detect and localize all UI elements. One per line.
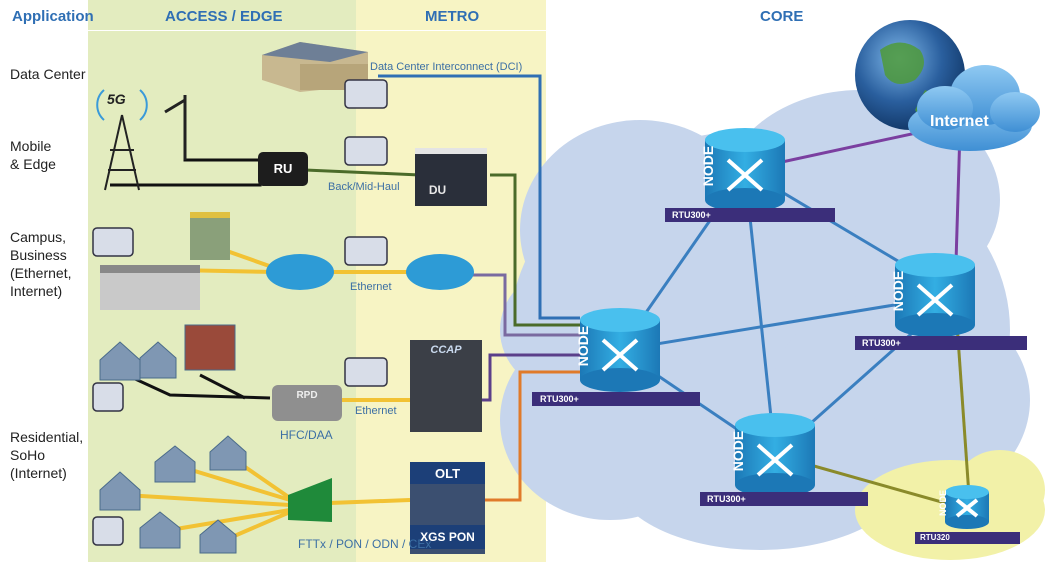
- metro-router-icon: [406, 254, 474, 290]
- label-ethernet-residential: Ethernet: [355, 405, 397, 417]
- node-label-left: NODE: [575, 325, 592, 367]
- header-core: CORE: [760, 8, 804, 25]
- label-5g: 5G: [107, 91, 126, 107]
- label-fttx-pon: FTTx / PON / ODN / CEx: [298, 537, 432, 551]
- app-campus-line2: Business: [10, 247, 67, 263]
- cell-tower-icon: [96, 89, 148, 191]
- label-hfc-daa: HFC/DAA: [280, 428, 333, 442]
- node-label-right: NODE: [890, 270, 907, 312]
- pon-splitter-icon: [288, 478, 332, 522]
- node-label-edge: NODE: [938, 489, 949, 517]
- tester-devices: [92, 79, 388, 546]
- rtu-label-right: RTU300+: [862, 338, 901, 348]
- label-du: DU: [428, 183, 447, 197]
- label-internet: Internet: [930, 113, 989, 130]
- campus-router-icon: [266, 254, 334, 290]
- app-residential-line2: SoHo: [10, 447, 46, 463]
- rtu-label-bottom: RTU300+: [707, 494, 746, 504]
- header-access-edge: ACCESS / EDGE: [165, 8, 283, 25]
- label-ccap: CCAP: [430, 344, 462, 356]
- du-box: [415, 148, 487, 206]
- label-xgs-pon: XGS PON: [420, 530, 475, 544]
- houses-icon: [99, 324, 247, 554]
- header-application: Application: [12, 8, 94, 25]
- app-mobile-line1: Mobile: [10, 138, 52, 154]
- label-rpd: RPD: [296, 390, 318, 401]
- node-label-top: NODE: [700, 145, 717, 187]
- rpd-box: [272, 385, 342, 421]
- ru-box: [258, 152, 308, 186]
- rtu-label-edge: RTU320: [920, 533, 950, 542]
- rtu-label-left: RTU300+: [540, 394, 579, 404]
- app-residential-line1: Residential,: [10, 429, 84, 445]
- rtu-label-top: RTU300+: [672, 210, 711, 220]
- edge-node-small: [915, 485, 1020, 544]
- app-campus-line1: Campus,: [10, 229, 67, 245]
- core-node-right: [855, 253, 1027, 350]
- app-mobile-line2: & Edge: [10, 156, 56, 172]
- core-node-bottom: [700, 413, 868, 506]
- app-residential-line3: (Internet): [10, 465, 67, 481]
- label-olt: OLT: [434, 466, 461, 481]
- node-switch-arrows: [601, 158, 979, 518]
- app-data-center: Data Center: [10, 66, 86, 82]
- app-campus-line4: Internet): [10, 283, 63, 299]
- header-metro: METRO: [425, 8, 480, 25]
- access-links: [110, 100, 421, 542]
- label-ru: RU: [273, 161, 293, 176]
- label-back-mid-haul: Back/Mid-Haul: [328, 181, 400, 193]
- app-campus-line3: (Ethernet,: [10, 265, 72, 281]
- metro-links: [378, 74, 580, 502]
- small-cell-icon: [164, 95, 187, 160]
- campus-buildings-icon: [100, 212, 230, 310]
- label-dci: Data Center Interconnect (DCI): [370, 61, 523, 73]
- label-ethernet-campus: Ethernet: [350, 281, 392, 293]
- internet-cloud-icon: [908, 65, 1040, 151]
- core-node-left: [532, 308, 700, 406]
- node-label-bottom: NODE: [730, 430, 747, 472]
- ccap-chassis: [410, 340, 482, 432]
- core-node-top: [665, 128, 835, 222]
